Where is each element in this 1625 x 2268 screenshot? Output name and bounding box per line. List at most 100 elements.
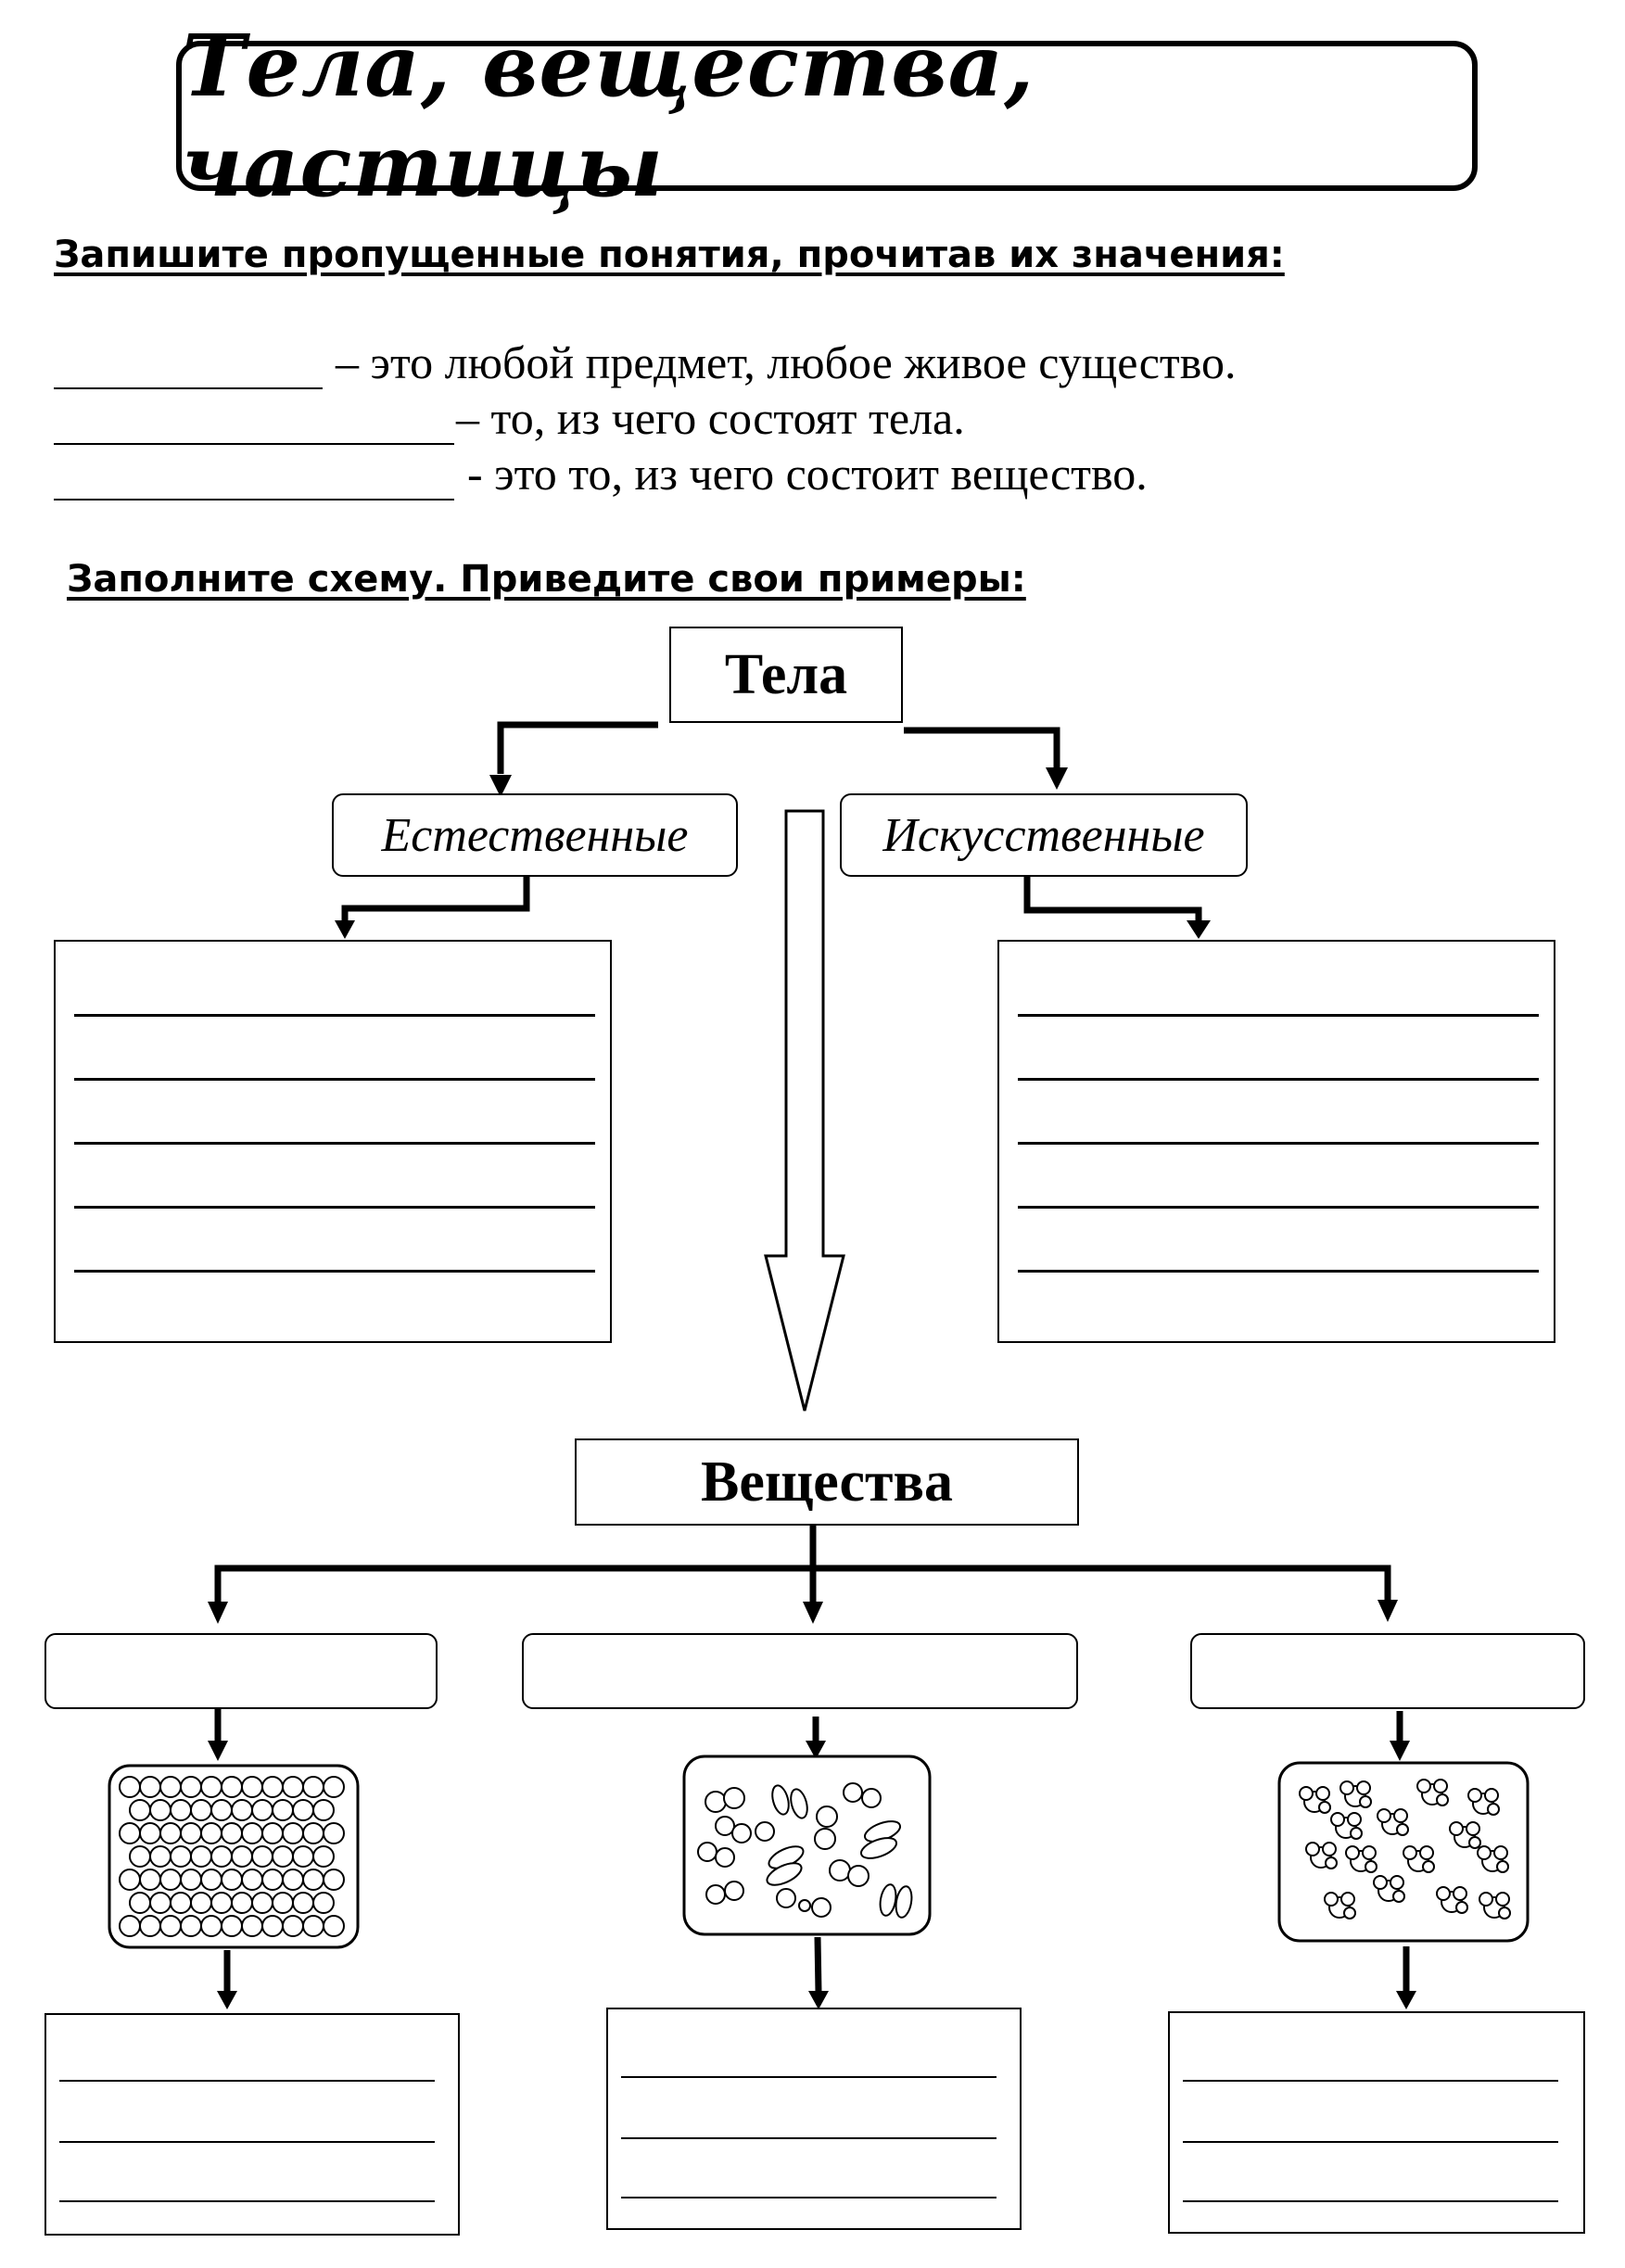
answer-line[interactable] [1183, 2141, 1558, 2143]
particle [282, 1776, 304, 1798]
particle [1484, 1788, 1499, 1803]
particle [1477, 1845, 1492, 1860]
particle [1299, 1786, 1314, 1801]
particle [272, 1845, 294, 1868]
particle [1318, 1801, 1331, 1814]
answer-line[interactable] [1018, 1078, 1539, 1081]
particle [210, 1799, 233, 1821]
particle [292, 1892, 314, 1914]
bodies-label: Тела [724, 642, 848, 706]
particle [180, 1776, 202, 1798]
particle [1466, 1821, 1480, 1836]
answer-line[interactable] [1018, 1206, 1539, 1209]
particle [159, 1915, 182, 1937]
particle [180, 1869, 202, 1891]
substances-label: Вещества [701, 1450, 953, 1514]
particle [139, 1915, 161, 1937]
particle [190, 1845, 212, 1868]
particle [1403, 1845, 1417, 1860]
answer-box-right[interactable] [1168, 2011, 1585, 2234]
particle [261, 1776, 284, 1798]
particle [221, 1776, 243, 1798]
particle [302, 1822, 324, 1844]
solid-particles-icon [119, 1776, 345, 1937]
particle [1453, 1886, 1467, 1901]
particle [200, 1776, 222, 1798]
particle [272, 1892, 294, 1914]
particle [1377, 1808, 1391, 1823]
answer-line[interactable] [74, 1142, 595, 1145]
particle [241, 1869, 263, 1891]
particle [261, 1869, 284, 1891]
particle [312, 1799, 335, 1821]
answer-blank-3[interactable] [54, 454, 454, 500]
particle [190, 1892, 212, 1914]
answer-blank-1[interactable] [54, 343, 323, 389]
particle [139, 1869, 161, 1891]
particle [149, 1892, 171, 1914]
page-title: Тела, вещества, частицы [182, 16, 1035, 216]
particle [1339, 1780, 1354, 1795]
particle [312, 1845, 335, 1868]
state-box-left[interactable] [44, 1633, 438, 1709]
answer-line[interactable] [621, 2076, 997, 2078]
artificial-examples-box[interactable] [997, 940, 1555, 1343]
particle [1356, 1780, 1371, 1795]
particle [323, 1776, 345, 1798]
particle [1422, 1860, 1435, 1873]
particle [302, 1915, 324, 1937]
particle [241, 1822, 263, 1844]
substances-box: Вещества [575, 1438, 1079, 1526]
particle [251, 1845, 273, 1868]
answer-line[interactable] [1183, 2080, 1558, 2082]
particle [119, 1776, 141, 1798]
particle [292, 1799, 314, 1821]
particle [159, 1869, 182, 1891]
large-down-arrow-icon [764, 809, 845, 1412]
gas-particles-icon [1299, 1779, 1511, 1920]
answer-blank-2[interactable] [54, 399, 454, 445]
particle [231, 1892, 253, 1914]
answer-line[interactable] [59, 2080, 435, 2082]
particle [119, 1822, 141, 1844]
answer-line[interactable] [1018, 1142, 1539, 1145]
particle [261, 1915, 284, 1937]
particle [282, 1869, 304, 1891]
answer-line[interactable] [59, 2141, 435, 2143]
definition-text-1: – это любой предмет, любое живое существ… [336, 336, 1237, 388]
particle [129, 1799, 151, 1821]
answer-line[interactable] [621, 2197, 997, 2198]
particle [1390, 1875, 1404, 1890]
particle [241, 1776, 263, 1798]
answer-line[interactable] [1018, 1270, 1539, 1273]
particle [1324, 1892, 1339, 1907]
particle [221, 1869, 243, 1891]
task2-instruction: Заполните схему. Приведите свои примеры: [67, 558, 1026, 601]
answer-box-middle[interactable] [606, 2008, 1022, 2230]
state-box-right[interactable] [1190, 1633, 1585, 1709]
particle [1359, 1795, 1372, 1808]
answer-line[interactable] [74, 1206, 595, 1209]
state-box-middle[interactable] [522, 1633, 1078, 1709]
answer-line[interactable] [59, 2200, 435, 2202]
particle [1498, 1907, 1511, 1920]
particle [1345, 1845, 1360, 1860]
answer-line[interactable] [621, 2137, 997, 2139]
particle [1468, 1836, 1481, 1849]
particle [312, 1892, 335, 1914]
natural-examples-box[interactable] [54, 940, 612, 1343]
answer-line[interactable] [74, 1078, 595, 1081]
artificial-label: Искусственные [882, 808, 1205, 862]
particle [1436, 1886, 1451, 1901]
answer-box-left[interactable] [44, 2013, 460, 2236]
particle [1433, 1779, 1448, 1793]
answer-line[interactable] [1183, 2200, 1558, 2202]
answer-line[interactable] [74, 1270, 595, 1273]
particle [159, 1822, 182, 1844]
particle [323, 1822, 345, 1844]
particle [1305, 1842, 1320, 1856]
natural-label: Естественные [381, 808, 689, 862]
answer-line[interactable] [1018, 1014, 1539, 1017]
answer-line[interactable] [74, 1014, 595, 1017]
particle [292, 1845, 314, 1868]
